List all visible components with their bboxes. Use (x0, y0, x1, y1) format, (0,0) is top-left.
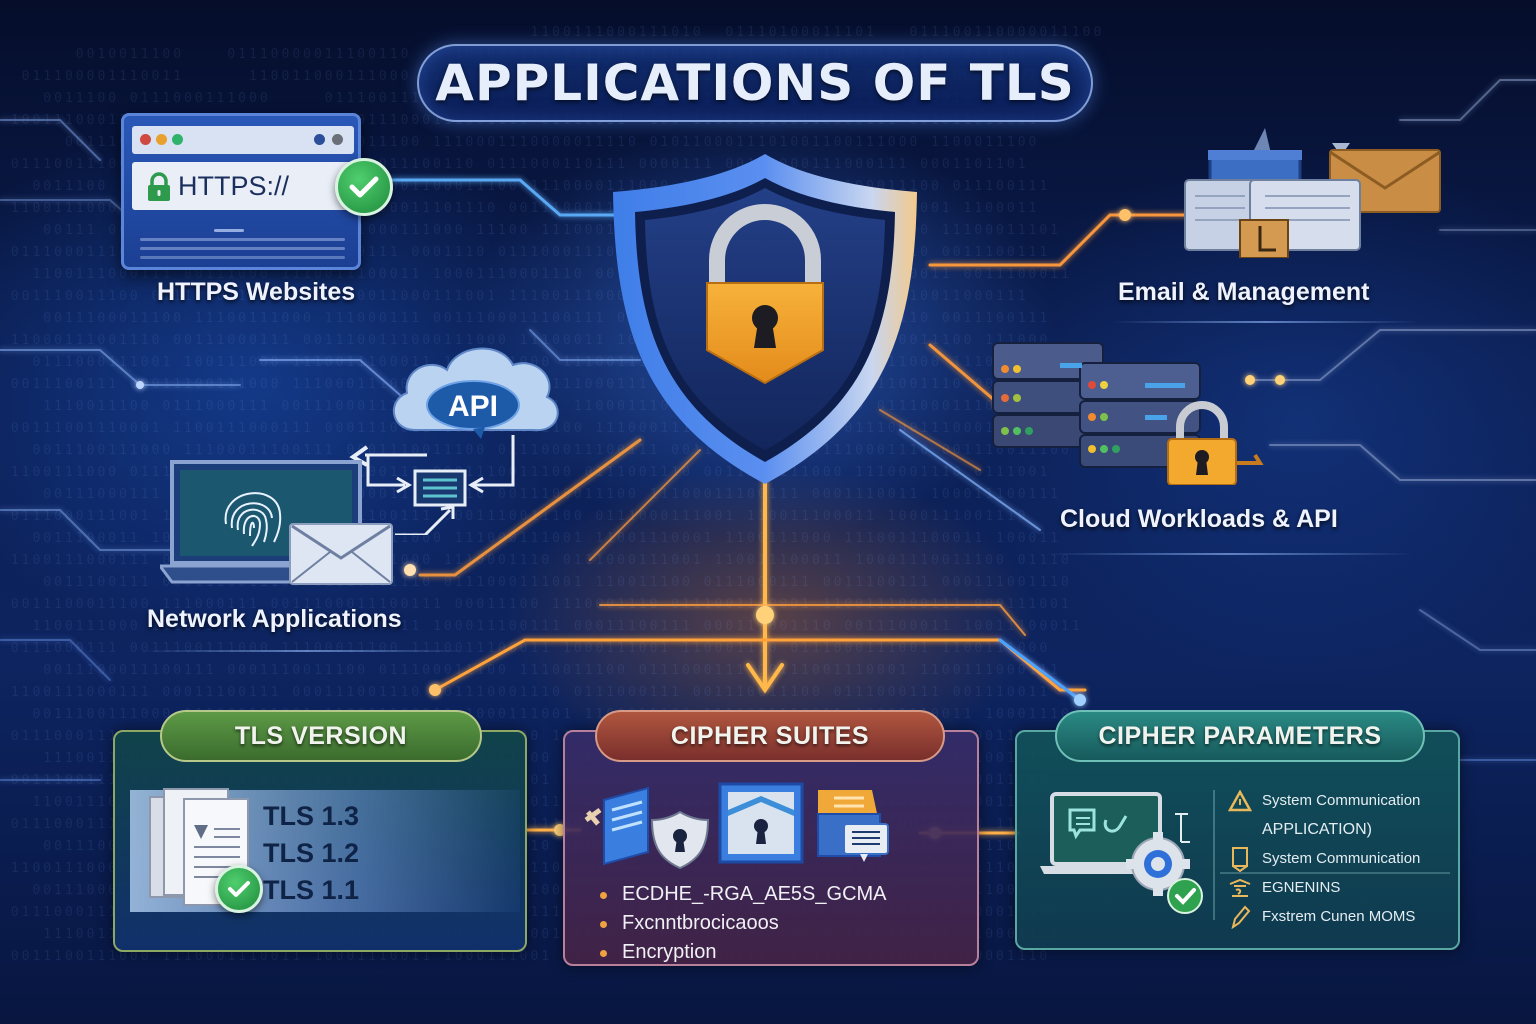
tls-version-item: TLS 1.2 (263, 838, 360, 868)
divider (140, 650, 470, 652)
browser-toolbar (132, 126, 354, 154)
cipher-suite-item: ECDHE_-RGA_AE5S_GCMA (600, 880, 887, 909)
cipher-parameter-item: Fxstrem Cunen MOMS (1222, 902, 1420, 931)
cipher-suite-list: ECDHE_-RGA_AE5S_GCMA Fxcnntbrocicaoos En… (600, 880, 887, 967)
page-title: APPLICATIONS OF TLS (435, 54, 1075, 112)
api-cloud-icon: API (392, 347, 559, 439)
data-flow-arrows-icon (349, 435, 515, 535)
label-cloud-workloads-api: Cloud Workloads & API (1060, 505, 1338, 533)
label-https-websites: HTTPS Websites (157, 278, 356, 306)
window-dot-green (172, 134, 183, 145)
device-icon (1222, 846, 1258, 872)
cipher-parameter-list: System Communication APPLICATION) System… (1222, 786, 1420, 931)
cipher-icons (584, 782, 889, 870)
content-line (140, 238, 345, 241)
folder-message-icon (817, 790, 889, 862)
url-text: HTTPS:// (178, 170, 290, 201)
title-banner: APPLICATIONS OF TLS (417, 44, 1093, 122)
lock-window-icon (718, 782, 804, 864)
tls-version-item: TLS 1.3 (263, 801, 360, 831)
content-line (140, 247, 345, 250)
label-email-management: Email & Management (1118, 278, 1370, 306)
cipher-suite-item: Fxcnntbrocicaoos (600, 909, 887, 938)
check-badge-icon (335, 158, 393, 216)
laptop-settings-icon (1040, 792, 1203, 914)
panel-title-tls-version: TLS VERSION (160, 710, 482, 762)
browser-icon: HTTPS:// (121, 113, 361, 270)
email-documents-icon (1184, 128, 1441, 258)
padlock-icon (148, 172, 170, 201)
panel-title-cipher-parameters: CIPHER PARAMETERS (1055, 710, 1425, 762)
divider (1213, 790, 1215, 920)
window-dot-yellow (156, 134, 167, 145)
tls-version-list: TLS 1.3 TLS 1.2 TLS 1.1 (263, 798, 359, 909)
tls-version-item: TLS 1.1 (263, 875, 360, 905)
handshake-icon (1222, 878, 1258, 898)
cipher-parameter-item: System Communication (1222, 844, 1420, 873)
cipher-suite-item: Encryption (600, 938, 887, 967)
panel-title-cipher-suites: CIPHER SUITES (595, 710, 945, 762)
window-dot-red (140, 134, 151, 145)
label-network-applications: Network Applications (147, 605, 402, 633)
cipher-parameter-item: System Communication (1222, 786, 1420, 815)
window-dot-gray (332, 134, 343, 145)
divider (1045, 553, 1415, 555)
document-shield-icon (584, 786, 710, 870)
warning-icon (1222, 789, 1258, 812)
pen-icon (1222, 905, 1258, 929)
api-text: API (448, 390, 498, 423)
content-line (214, 229, 244, 232)
cipher-parameter-item: APPLICATION) (1262, 820, 1372, 838)
shield-lock-icon (605, 150, 925, 490)
server-lock-icon (992, 342, 1264, 485)
divider (1110, 321, 1420, 323)
url-bar: HTTPS:// (132, 162, 354, 210)
window-dot-blue (314, 134, 325, 145)
cipher-parameter-item: EGNENINS (1222, 873, 1420, 902)
content-line (140, 256, 345, 259)
laptop-fingerprint-icon (160, 460, 393, 585)
divider (1220, 872, 1450, 874)
check-badge-icon (215, 865, 263, 913)
